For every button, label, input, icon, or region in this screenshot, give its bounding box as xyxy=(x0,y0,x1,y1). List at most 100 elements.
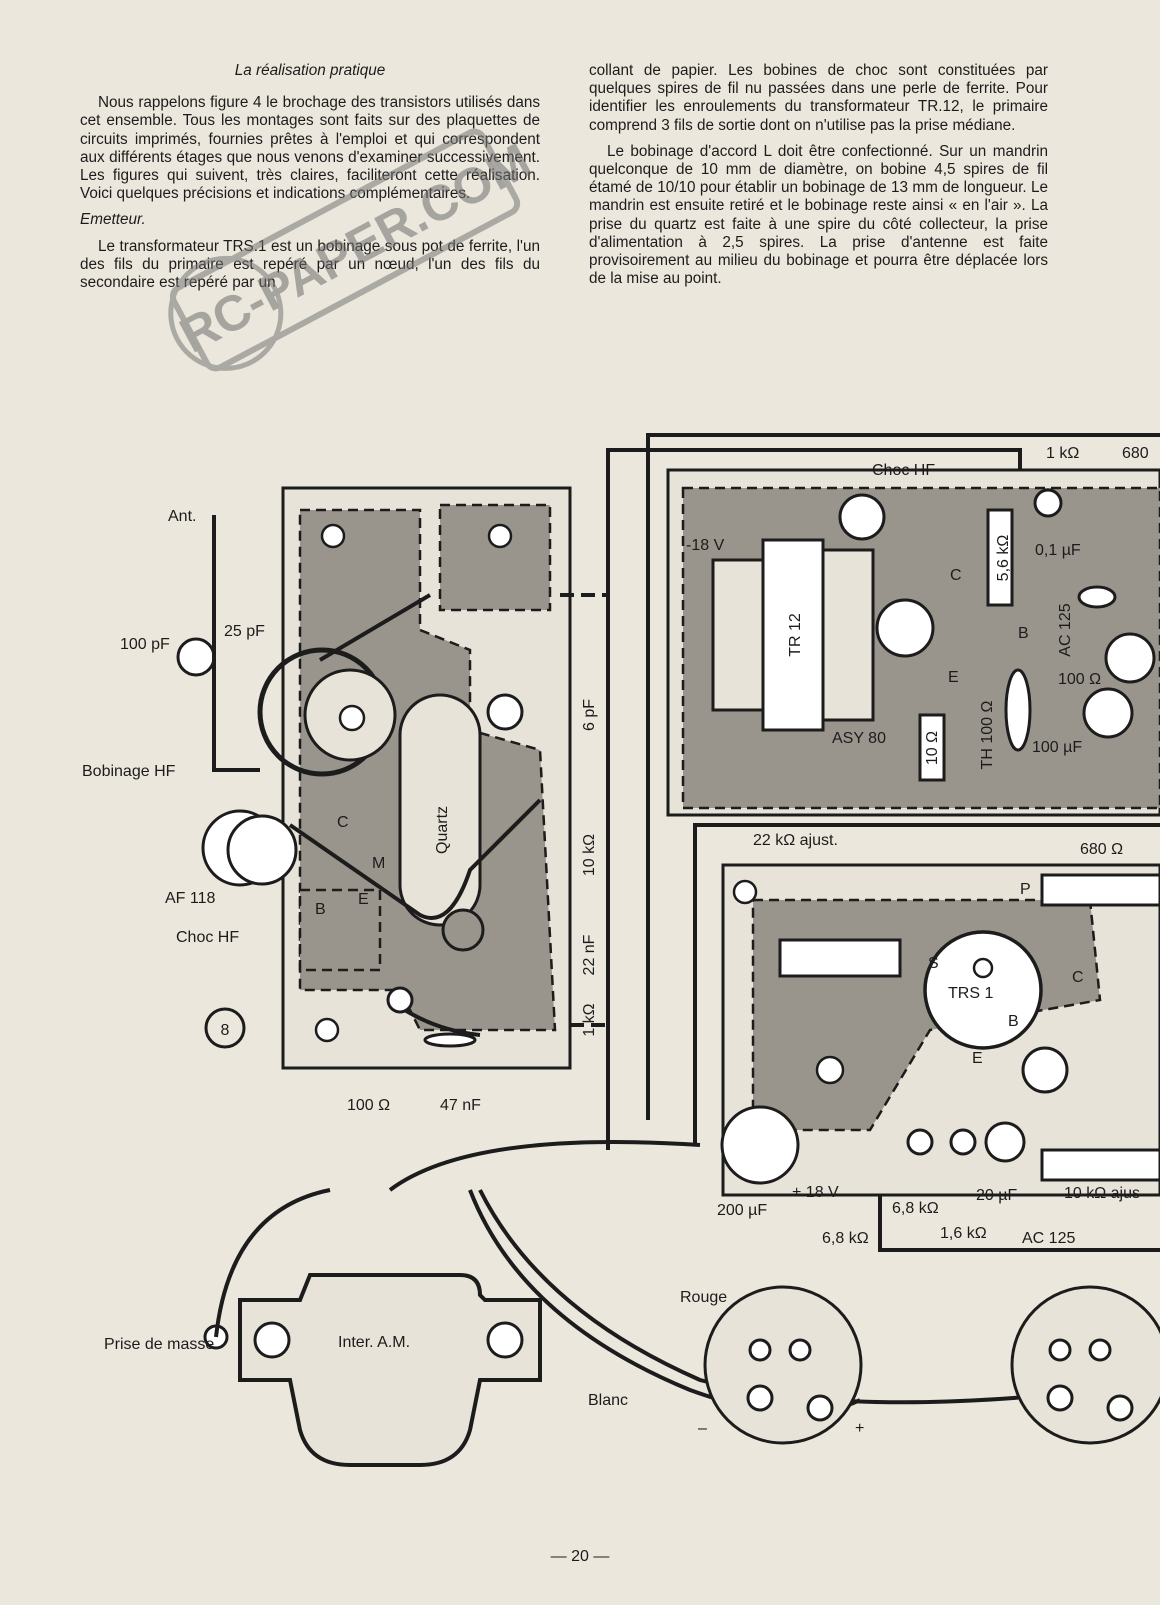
transistor-asy80 xyxy=(875,598,935,658)
paragraph-choc: collant de papier. Les bobines de choc s… xyxy=(589,62,1048,134)
transistor-ac125-top xyxy=(1104,632,1156,684)
label-10k-ajust: 10 kΩ ajus xyxy=(1064,1185,1140,1202)
label-minus18v: -18 V xyxy=(686,537,725,554)
resistor-5k6 xyxy=(986,508,1014,607)
capacitor-200uf xyxy=(720,1105,800,1185)
page-number: — 20 — xyxy=(550,1548,610,1565)
label-1k6: 1,6 kΩ xyxy=(940,1225,987,1242)
label-bobinage-hf: Bobinage HF xyxy=(82,763,176,780)
resistor-10 xyxy=(918,713,946,782)
right-text-column: collant de papier. Les bobines de choc s… xyxy=(589,62,1048,296)
label-22nf: 22 nF xyxy=(581,934,598,975)
label-20uf: 20 µF xyxy=(976,1187,1017,1204)
transformer-trs1 xyxy=(923,930,1043,1050)
label-680-ohm: 680 Ω xyxy=(1080,841,1123,858)
label-25pf: 25 pF xyxy=(224,623,265,640)
label-pin-s: S xyxy=(928,955,939,972)
label-pin-c: C xyxy=(337,814,349,831)
capacitor-6pf xyxy=(486,693,524,731)
battery-connector-left xyxy=(703,1285,863,1445)
label-tr12: TR 12 xyxy=(787,613,804,657)
choke-hf-left xyxy=(441,908,485,952)
label-6pf: 6 pF xyxy=(581,699,598,731)
label-47nf: 47 nF xyxy=(440,1097,481,1114)
label-01uf: 0,1 µF xyxy=(1035,542,1081,559)
label-100-ohm-top: 100 Ω xyxy=(1058,671,1101,688)
capacitor-100uf xyxy=(1082,687,1134,739)
label-pin-b-top: B xyxy=(1018,625,1029,642)
figure-number: 8 xyxy=(221,1022,230,1039)
label-10-ohm: 10 Ω xyxy=(924,731,941,765)
label-200uf: 200 µF xyxy=(717,1202,767,1219)
left-text-column: La réalisation pratique Nous rappelons f… xyxy=(80,62,540,300)
label-blanc: Blanc xyxy=(588,1392,628,1409)
resistor-1k-top xyxy=(1033,488,1063,518)
wiring-diagram: Quartz 8 Ant. 100 pF 25 pF Bobinage HF A… xyxy=(82,433,1160,1467)
label-680-top: 680 xyxy=(1122,445,1149,462)
label-ac125-top: AC 125 xyxy=(1057,603,1074,656)
modulator-board xyxy=(693,823,1160,1252)
label-plus: + xyxy=(855,1420,864,1437)
label-5k6: 5,6 kΩ xyxy=(995,535,1012,582)
paragraph-bobinage: Le bobinage d'accord L doit être confect… xyxy=(589,142,1048,288)
resistor-1k6 xyxy=(949,1128,977,1156)
watermark-text: RC-PAPER.COM xyxy=(171,132,540,364)
label-100-ohm: 100 Ω xyxy=(347,1097,390,1114)
resistor-680 xyxy=(1040,873,1160,907)
resistor-6k8 xyxy=(906,1128,934,1156)
mounting-hole xyxy=(487,523,513,549)
label-6k8-b: 6,8 kΩ xyxy=(892,1200,939,1217)
label-rouge: Rouge xyxy=(680,1289,727,1306)
battery-connector-right xyxy=(1010,1285,1160,1445)
mounting-hole xyxy=(320,523,346,549)
label-th100: TH 100 Ω xyxy=(979,701,996,770)
capacitor-20uf xyxy=(984,1121,1026,1163)
label-ant: Ant. xyxy=(168,508,196,525)
resistor-100 xyxy=(386,986,414,1014)
label-choc-hf-top: Choc HF xyxy=(872,462,935,479)
subheading-emetteur: Emetteur. xyxy=(80,211,146,229)
label-100pf: 100 pF xyxy=(120,636,170,653)
label-minus: – xyxy=(698,1420,707,1437)
transformer-tr12 xyxy=(761,538,825,732)
capacitor-100pf xyxy=(176,637,216,677)
label-inter-am: Inter. A.M. xyxy=(338,1334,410,1351)
label-10k: 10 kΩ xyxy=(581,834,598,876)
label-quartz: Quartz xyxy=(434,806,451,854)
label-af118: AF 118 xyxy=(165,890,216,907)
label-pin-c-top: C xyxy=(950,567,962,584)
label-pin-c-bot: C xyxy=(1072,969,1084,986)
label-trs1: TRS 1 xyxy=(948,985,993,1002)
label-pin-p: P xyxy=(1020,881,1031,898)
mounting-hole xyxy=(815,1055,845,1085)
label-asy80: ASY 80 xyxy=(832,730,886,747)
section-heading: La réalisation pratique xyxy=(234,62,386,79)
mounting-hole xyxy=(314,1017,340,1043)
label-ac125-bottom: AC 125 xyxy=(1022,1230,1075,1247)
resistor-10k-adjustable xyxy=(1040,1148,1160,1182)
label-choc-hf-left: Choc HF xyxy=(176,929,239,946)
transistor-ac125-bottom xyxy=(1021,1046,1069,1094)
emitter-board: Quartz xyxy=(176,486,610,1070)
figure-number-circle xyxy=(204,1007,246,1049)
label-pin-m: M xyxy=(372,855,385,872)
label-prise-masse: Prise de masse xyxy=(104,1336,214,1353)
label-plus18v: + 18 V xyxy=(792,1184,839,1201)
label-pin-e-bot: E xyxy=(972,1050,983,1067)
capacitor-01uf xyxy=(1077,585,1117,609)
capacitor-47nf xyxy=(423,1032,477,1048)
label-6k8-a: 6,8 kΩ xyxy=(822,1230,869,1247)
oscillator-board: TR 12 xyxy=(606,433,1160,1150)
label-1k-top: 1 kΩ xyxy=(1046,445,1079,462)
label-pin-e: E xyxy=(358,891,369,908)
label-pin-b-bot: B xyxy=(1008,1013,1019,1030)
label-pin-e-top: E xyxy=(948,669,959,686)
label-22k-ajust: 22 kΩ ajust. xyxy=(753,832,838,849)
thermistor-th100 xyxy=(1004,668,1032,752)
choke-hf-top xyxy=(838,493,886,541)
watermark-stamp: RC-PAPER.COM xyxy=(168,128,540,372)
mounting-hole xyxy=(732,879,758,905)
resistor-22k-adjustable xyxy=(778,938,902,978)
label-pin-b: B xyxy=(315,901,326,918)
paragraph-intro: Nous rappelons figure 4 le brochage des … xyxy=(80,94,540,203)
